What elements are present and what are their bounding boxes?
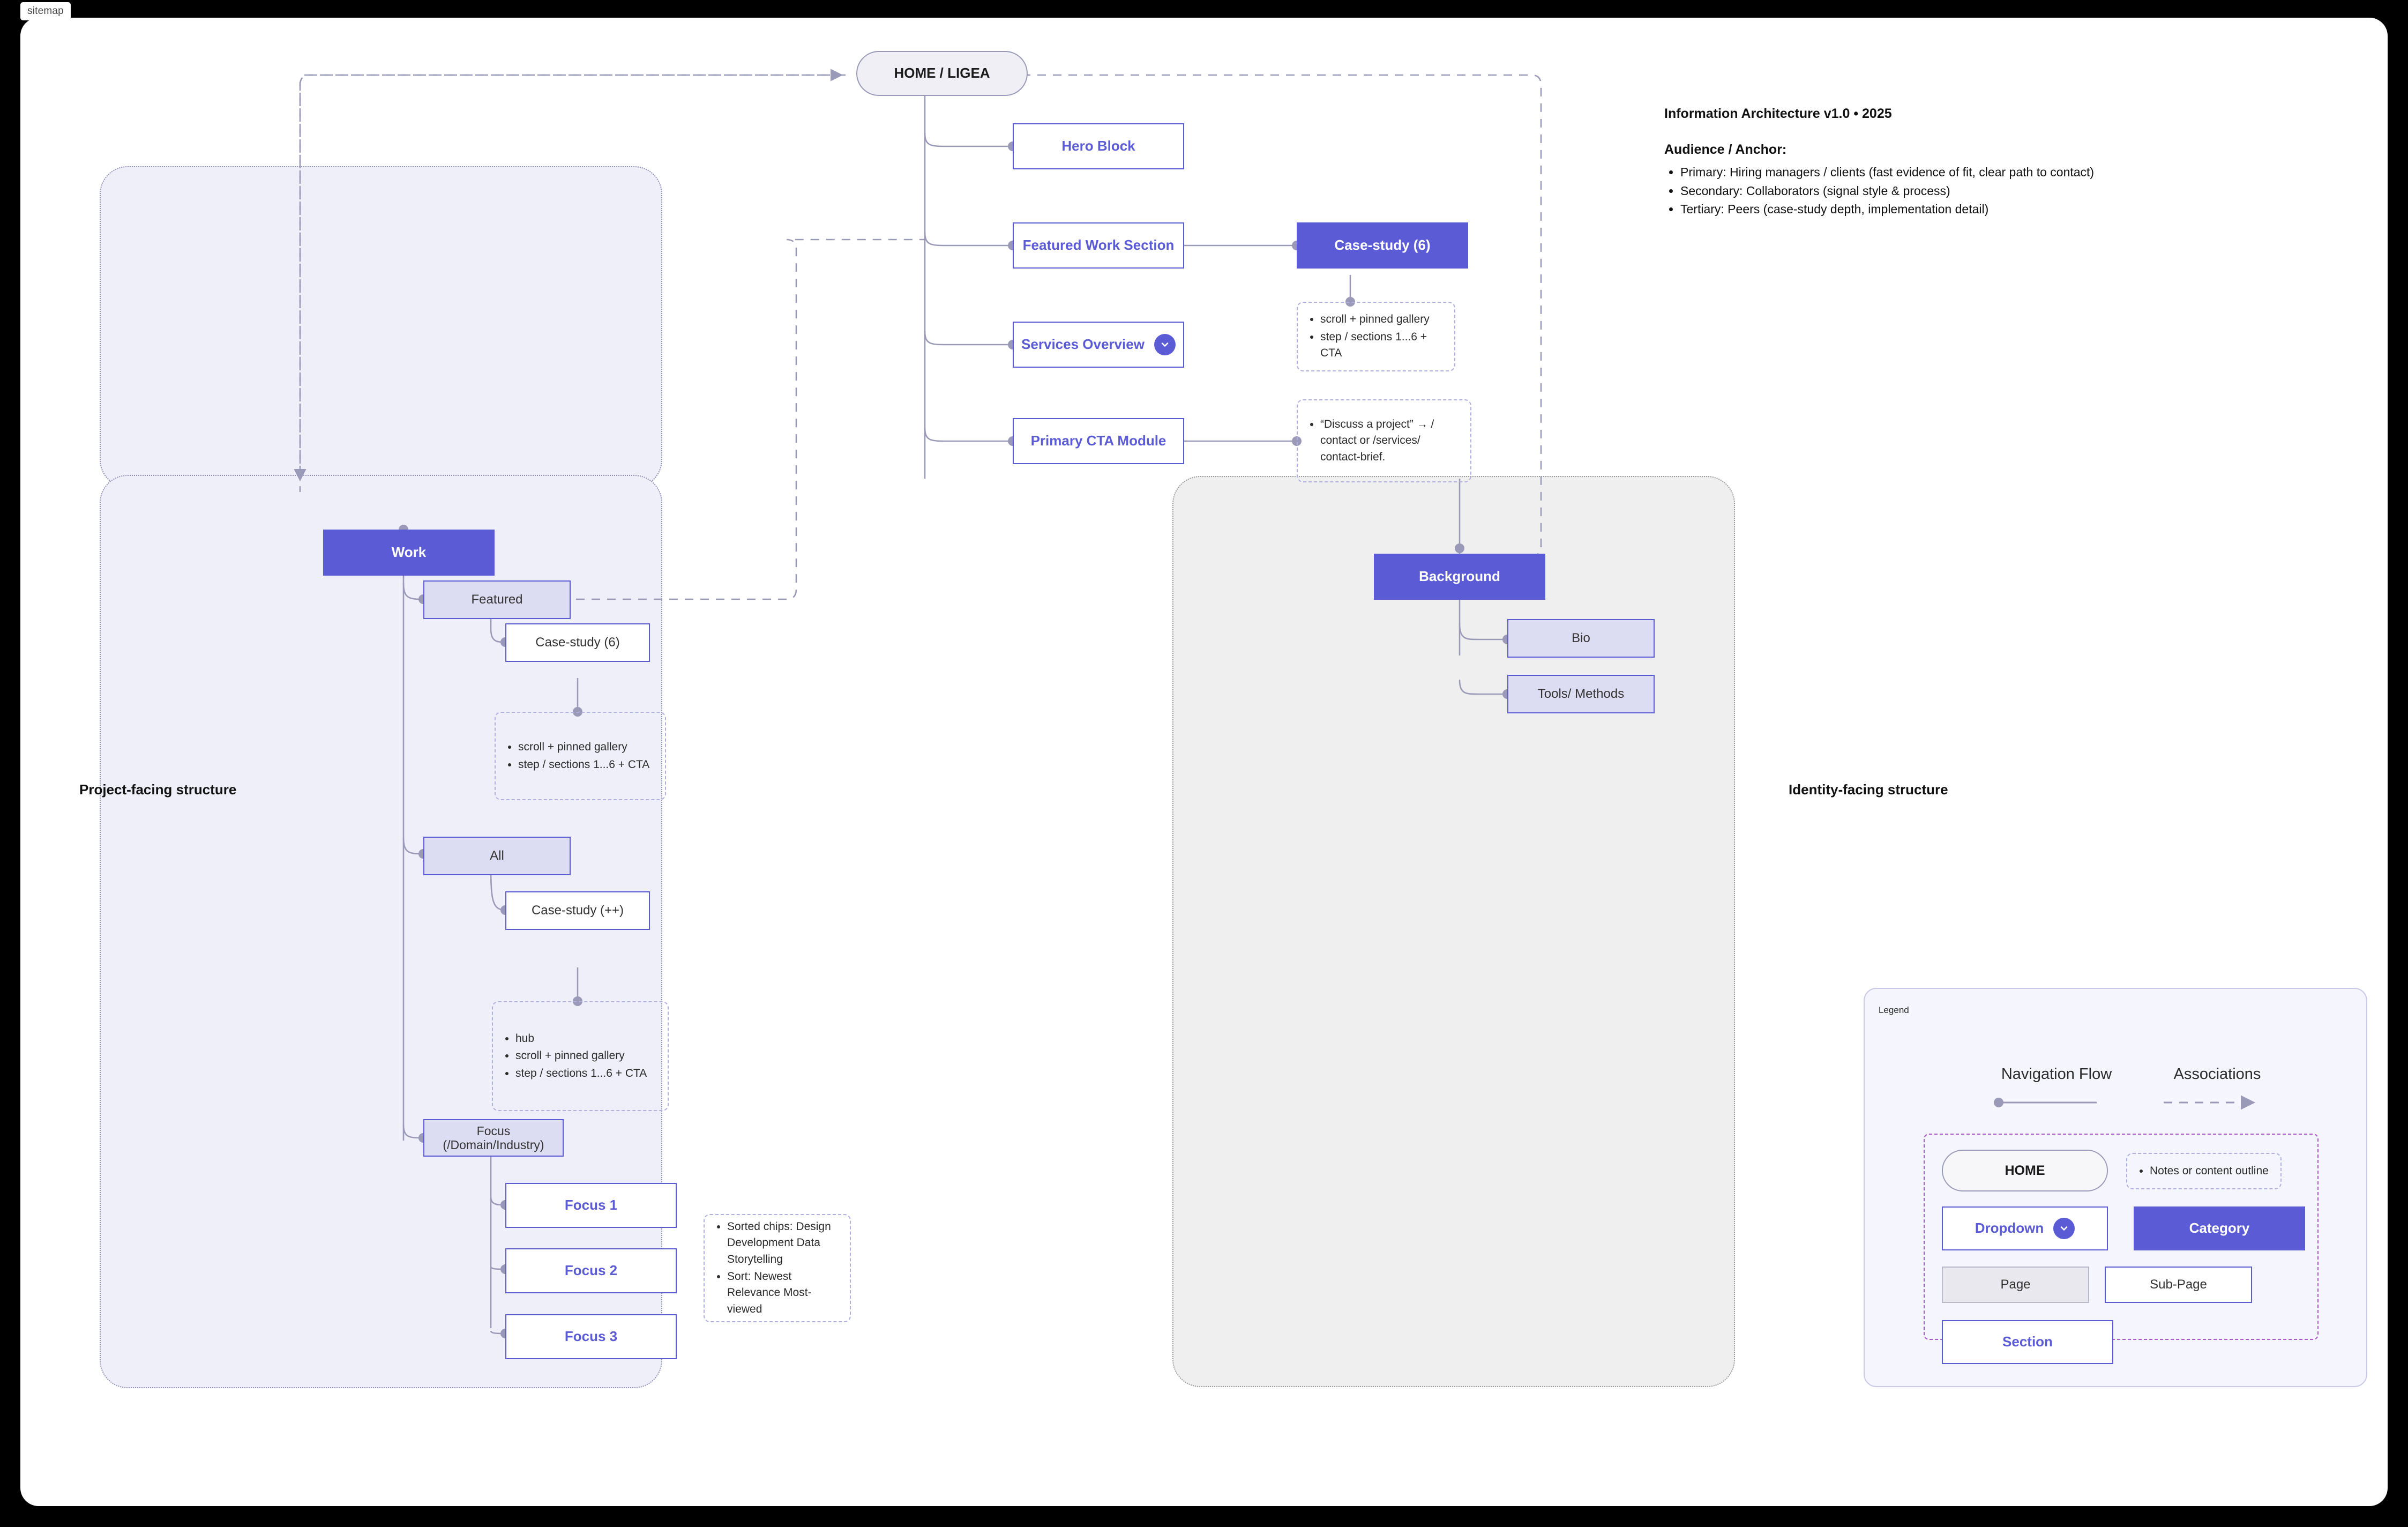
legend-dropdown-label: Dropdown [1975, 1220, 2044, 1237]
legend-node-section[interactable]: Section [1942, 1320, 2113, 1364]
info-bullet: Secondary: Collaborators (signal style &… [1680, 182, 2200, 200]
legend-title: Legend [1879, 1005, 1909, 1015]
node-hero-block[interactable]: Hero Block [1013, 123, 1184, 169]
diagram-canvas: HOME / LIGEA Hero Block Featured Work Se… [20, 18, 2388, 1506]
info-title: Information Architecture v1.0 • 2025 [1664, 106, 1892, 121]
note-item: scroll + pinned gallery [1320, 311, 1444, 327]
label-project-facing-structure: Project-facing structure [79, 781, 237, 798]
info-bullet: Primary: Hiring managers / clients (fast… [1680, 163, 2200, 182]
node-work[interactable]: Work [323, 530, 495, 576]
node-case-study-pp[interactable]: Case-study (++) [505, 891, 650, 930]
info-subtitle: Audience / Anchor: [1664, 142, 1787, 157]
node-primary-cta-module[interactable]: Primary CTA Module [1013, 418, 1184, 464]
sitemap-tab-label[interactable]: sitemap [20, 2, 71, 20]
node-case-study-6-work[interactable]: Case-study (6) [505, 623, 650, 662]
legend-node-subpage[interactable]: Sub-Page [2105, 1267, 2252, 1303]
info-block: Information Architecture v1.0 • 2025 Aud… [1664, 106, 2200, 219]
node-all[interactable]: All [423, 837, 571, 875]
node-services-overview[interactable]: Services Overview [1013, 322, 1184, 368]
note-item: scroll + pinned gallery [515, 1048, 647, 1064]
legend-swatch-group [1924, 1134, 2319, 1340]
legend-node-dropdown[interactable]: Dropdown [1942, 1206, 2108, 1250]
panel-project-facing [100, 166, 662, 488]
node-bio[interactable]: Bio [1507, 619, 1655, 658]
note-item: scroll + pinned gallery [518, 739, 649, 755]
note-case-study-work: scroll + pinned gallery step / sections … [495, 712, 666, 800]
label-identity-facing-structure: Identity-facing structure [1789, 781, 1948, 798]
node-case-study-6-top[interactable]: Case-study (6) [1297, 222, 1468, 269]
legend-note-label: Notes or content outline [2150, 1163, 2269, 1179]
node-focus-1[interactable]: Focus 1 [505, 1183, 677, 1228]
note-cta: “Discuss a project” → / contact or /serv… [1297, 399, 1471, 482]
legend-node-category[interactable]: Category [2134, 1206, 2305, 1250]
panel-identity-facing [1172, 476, 1735, 1387]
legend-note-box: Notes or content outline [2126, 1153, 2282, 1189]
note-item: step / sections 1...6 + CTA [1320, 329, 1444, 362]
node-featured-work-section[interactable]: Featured Work Section [1013, 222, 1184, 269]
note-case-study-pp: hub scroll + pinned gallery step / secti… [492, 1001, 669, 1111]
node-tools-methods[interactable]: Tools/ Methods [1507, 675, 1655, 713]
legend-node-home[interactable]: HOME [1942, 1150, 2108, 1191]
note-focus-chips: Sorted chips: Design Development Data St… [704, 1214, 851, 1322]
chevron-down-icon[interactable] [1154, 334, 1176, 355]
node-featured[interactable]: Featured [423, 580, 571, 619]
note-item: Sort: Newest Relevance Most-viewed [727, 1269, 839, 1317]
node-focus-2[interactable]: Focus 2 [505, 1248, 677, 1293]
node-focus-domain[interactable]: Focus (/Domain/Industry) [423, 1119, 564, 1157]
node-services-overview-label: Services Overview [1021, 336, 1145, 353]
note-item: step / sections 1...6 + CTA [515, 1066, 647, 1082]
node-home[interactable]: HOME / LIGEA [856, 51, 1028, 96]
info-bullet: Tertiary: Peers (case-study depth, imple… [1680, 200, 2200, 219]
note-item: Sorted chips: Design Development Data St… [727, 1219, 839, 1268]
legend-line-samples [1994, 1095, 2255, 1110]
legend-node-page[interactable]: Page [1942, 1267, 2089, 1303]
legend-associations-label: Associations [2173, 1066, 2261, 1083]
note-item: hub [515, 1031, 647, 1047]
node-focus-3[interactable]: Focus 3 [505, 1314, 677, 1359]
note-case-study-top: scroll + pinned gallery step / sections … [1297, 302, 1455, 371]
note-item: step / sections 1...6 + CTA [518, 757, 649, 773]
legend-navigation-flow-label: Navigation Flow [2001, 1066, 2112, 1083]
note-item: “Discuss a project” → / contact or /serv… [1320, 416, 1460, 465]
node-background[interactable]: Background [1374, 554, 1545, 600]
chevron-down-icon[interactable] [2053, 1218, 2075, 1239]
